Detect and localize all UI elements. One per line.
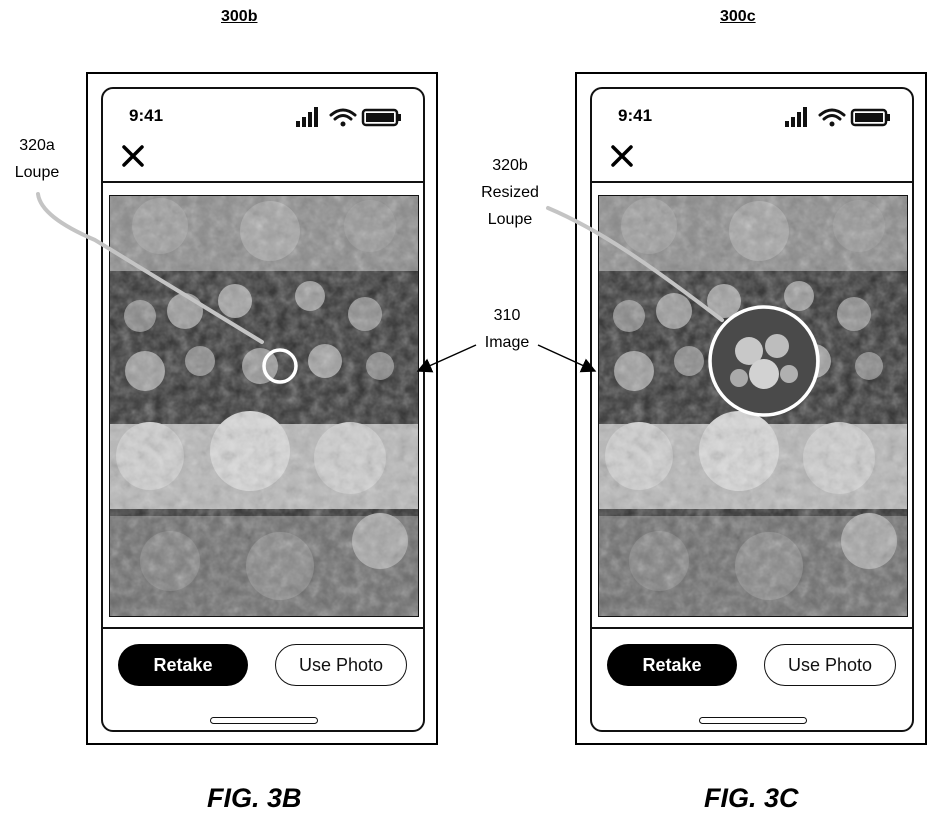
status-icons: [296, 107, 401, 127]
wifi-icon: [329, 108, 357, 127]
phone-screen: 9:41: [590, 87, 914, 732]
home-indicator[interactable]: [699, 717, 807, 724]
resized-loupe-content: [712, 309, 816, 413]
captured-image: [109, 195, 419, 617]
phone-screen: 9:41: [101, 87, 425, 732]
leader-arrow-310-left: [416, 344, 477, 373]
close-icon[interactable]: [119, 142, 147, 170]
bottom-divider: [592, 627, 912, 629]
status-icons: [785, 107, 890, 127]
use-photo-button[interactable]: Use Photo: [764, 644, 896, 686]
leader-arrow-310-right: [537, 344, 597, 373]
figure-caption-3c: FIG. 3C: [704, 783, 799, 813]
callout-label: Image: [484, 334, 530, 351]
status-time: 9:41: [129, 106, 164, 125]
retake-button[interactable]: Retake: [607, 644, 737, 686]
cellular-signal-icon: [296, 107, 318, 127]
figure-id-300c: 300c: [720, 8, 756, 25]
retake-button[interactable]: Retake: [118, 644, 248, 686]
figure-frame-300c: 9:41: [575, 72, 927, 745]
figure-caption-3b: FIG. 3B: [207, 783, 302, 813]
status-time: 9:41: [618, 106, 653, 125]
callout-number: 320b: [492, 157, 528, 174]
header-divider: [592, 181, 912, 183]
battery-icon: [850, 108, 890, 127]
home-indicator[interactable]: [210, 717, 318, 724]
header-divider: [103, 181, 423, 183]
figure-frame-300b: 9:41: [86, 72, 438, 745]
figure-id-300b: 300b: [221, 8, 258, 25]
callout-image-310: 310 Image: [472, 302, 542, 356]
callout-label-line1: Resized: [481, 184, 539, 201]
bottom-divider: [103, 627, 423, 629]
callout-resized-loupe-320b: 320b Resized Loupe: [470, 152, 550, 233]
leader-line-320b: [546, 206, 724, 322]
use-photo-button[interactable]: Use Photo: [275, 644, 407, 686]
callout-label-line2: Loupe: [487, 211, 533, 228]
close-icon[interactable]: [608, 142, 636, 170]
wifi-icon: [818, 108, 846, 127]
callout-number: 310: [493, 307, 521, 324]
loupe-320b[interactable]: [708, 305, 820, 417]
captured-image: [598, 195, 908, 617]
loupe-320a[interactable]: [262, 348, 298, 384]
callout-label: Loupe: [14, 164, 60, 181]
cellular-signal-icon: [785, 107, 807, 127]
leader-line-320a: [36, 192, 264, 344]
callout-loupe-320a: 320a Loupe: [2, 132, 72, 186]
callout-number: 320a: [19, 137, 55, 154]
battery-icon: [361, 108, 401, 127]
